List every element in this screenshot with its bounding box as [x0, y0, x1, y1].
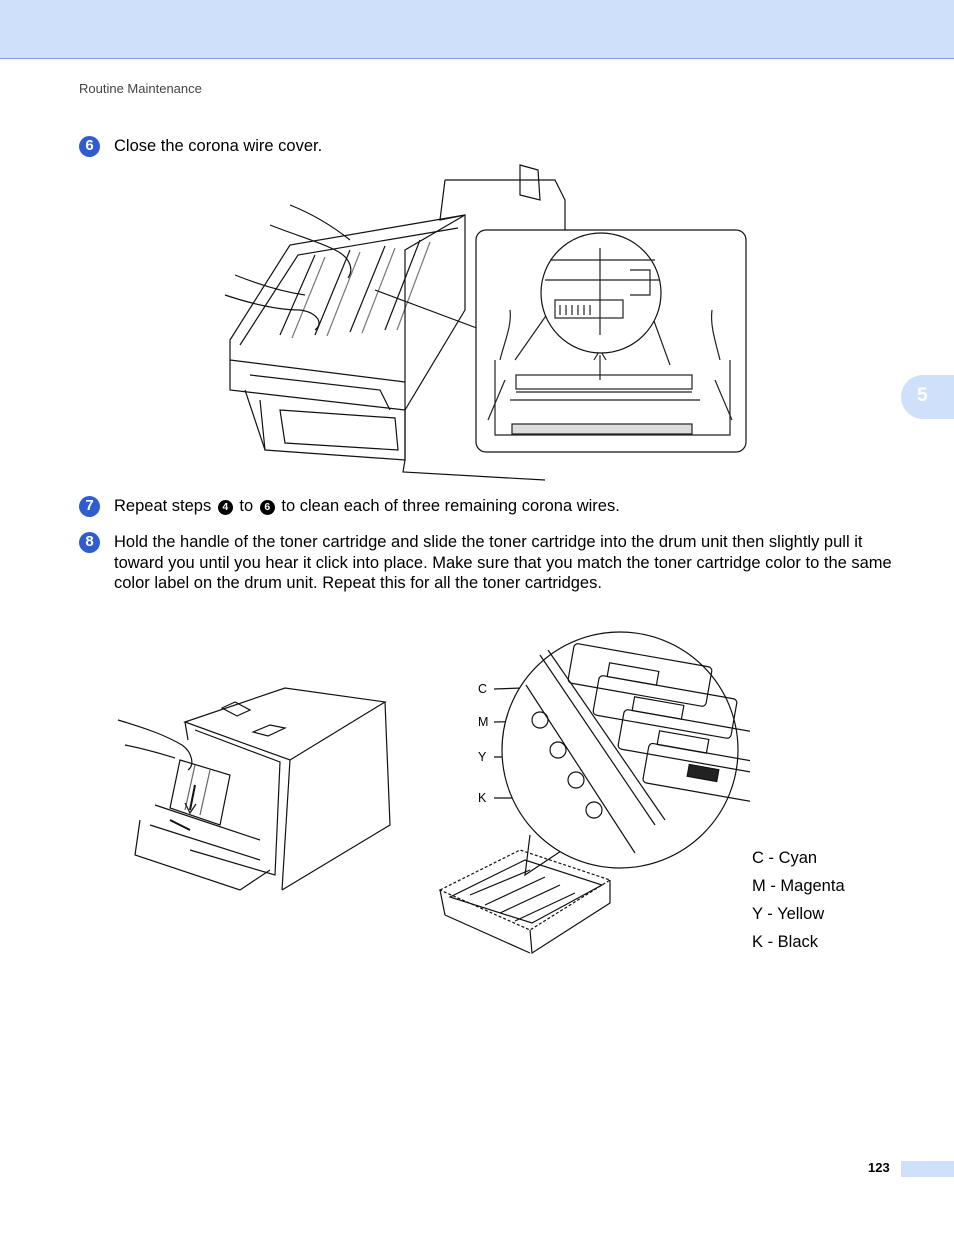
callout-yellow: Y — [478, 750, 487, 764]
drum-unit-zoom-illustration — [438, 631, 750, 955]
corona-wire-cover-illustration — [224, 164, 747, 481]
callout-cyan: C — [478, 682, 488, 696]
step-text: Repeat steps 4 to 6 to clean each of thr… — [114, 496, 894, 517]
running-head: Routine Maintenance — [79, 81, 202, 96]
step-text-after: to clean each of three remaining corona … — [281, 497, 620, 515]
callout-magenta: M — [478, 715, 489, 729]
header-band — [0, 0, 954, 59]
step-reference-badge: 4 — [217, 499, 233, 515]
step-text: Close the corona wire cover. — [114, 137, 323, 155]
step-number-badge: 7 — [79, 496, 100, 517]
page-number: 123 — [868, 1160, 890, 1175]
page-number-bar — [901, 1161, 954, 1177]
toner-insertion-illustration — [117, 687, 391, 891]
step-text: Hold the handle of the toner cartridge a… — [114, 533, 892, 592]
legend-item: M - Magenta — [752, 877, 845, 895]
step-number-badge: 6 — [79, 136, 100, 157]
chapter-number: 5 — [917, 385, 928, 406]
chapter-tab[interactable]: 5 — [901, 375, 954, 419]
callout-black: K — [478, 791, 487, 805]
color-legend: C - Cyan M - Magenta Y - Yellow K - Blac… — [752, 848, 845, 960]
legend-item: Y - Yellow — [752, 905, 825, 923]
step-text-before: Repeat steps — [114, 497, 212, 515]
step-reference-badge: 6 — [259, 499, 275, 515]
legend-item: C - Cyan — [752, 849, 818, 867]
legend-item: K - Black — [752, 933, 819, 951]
step-number-badge: 8 — [79, 532, 100, 553]
step-text-middle: to — [239, 497, 254, 515]
